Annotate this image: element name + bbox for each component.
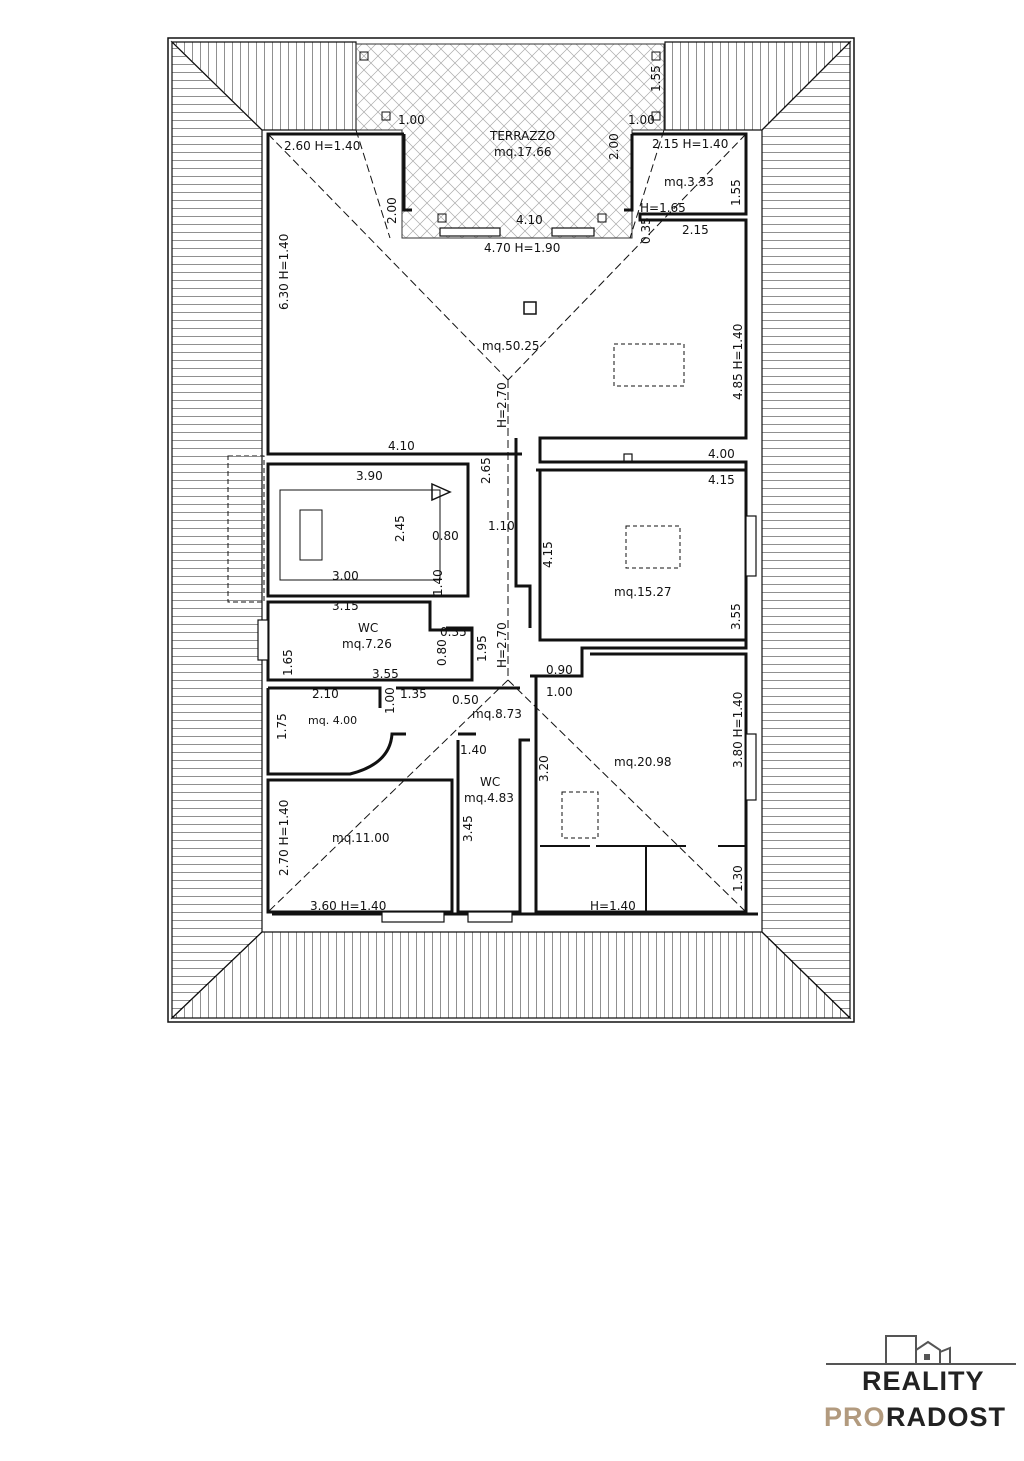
walls — [266, 132, 758, 916]
dim-label: 4.85 H=1.40 — [731, 324, 745, 400]
main-room-area: mq.50.25 — [482, 339, 539, 353]
wc2-area: mq.4.83 — [464, 791, 514, 805]
dim-label: 2.65 — [479, 457, 493, 484]
dim-label: 4.70 H=1.90 — [484, 241, 560, 255]
room-sw-area: mq.11.00 — [332, 831, 389, 845]
dim-label: 3.90 — [356, 469, 383, 483]
dim-label: 3.00 — [332, 569, 359, 583]
dim-label: H=1.65 — [640, 201, 686, 215]
dim-label: 2.60 H=1.40 — [284, 139, 360, 153]
room-se-area: mq.20.98 — [614, 755, 671, 769]
bedroom-east-area: mq.15.27 — [614, 585, 671, 599]
wc1-name: WC — [358, 621, 378, 635]
dim-label: 0.80 — [435, 639, 449, 666]
dim-label: 3.80 H=1.40 — [731, 692, 745, 768]
dim-label: 2.15 — [682, 223, 709, 237]
fixtures — [227, 301, 746, 912]
dim-label: H=2.70 — [495, 382, 509, 428]
terrace-area: mq.17.66 — [494, 145, 551, 159]
ridge-lines — [267, 129, 747, 913]
wc2-name: WC — [480, 775, 500, 789]
terrace — [355, 43, 665, 239]
dim-label: 1.00 — [546, 685, 573, 699]
roof-east — [761, 40, 851, 1020]
dim-label: H=1.40 — [590, 899, 636, 913]
dim-label: 1.10 — [488, 519, 515, 533]
dim-label: 3.45 — [461, 815, 475, 842]
dim-label: 2.70 H=1.40 — [277, 800, 291, 876]
dim-label: 2.00 — [607, 133, 621, 160]
dim-label: 1.65 — [281, 649, 295, 676]
logo-line-2-pro: PRO — [824, 1402, 886, 1432]
dim-label: 3.60 H=1.40 — [310, 899, 386, 913]
roof-west — [171, 40, 263, 1020]
dim-label: 1.55 — [729, 179, 743, 206]
dim-label: 2.45 — [393, 515, 407, 542]
dim-label: 1.30 — [731, 865, 745, 892]
dimension-labels: 1.00 1.00 1.55 2.60 H=1.40 2.15 H=1.40 1… — [275, 65, 745, 913]
logo-line-1: REALITY — [862, 1366, 985, 1396]
dim-label: 4.15 — [708, 473, 735, 487]
roof-north-right — [664, 41, 852, 131]
dim-label: 0.35 — [440, 625, 467, 639]
dim-label: 3.15 — [332, 599, 359, 613]
dim-label: 0.90 — [546, 663, 573, 677]
dim-label: 0.50 — [452, 693, 479, 707]
dim-label: 3.55 — [729, 603, 743, 630]
dim-label: 0.35 — [639, 217, 653, 244]
dim-label: 1.55 — [649, 65, 663, 92]
dim-label: 1.40 — [460, 743, 487, 757]
brand-logo: REALITY PRO RADOST — [820, 1330, 1020, 1455]
area-labels: TERRAZZO mq.17.66 mq.50.25 mq.3.33 mq.15… — [308, 129, 714, 845]
terrace-label: TERRAZZO — [489, 129, 555, 143]
dim-label: 0.80 — [432, 529, 459, 543]
dim-label: 2.10 — [312, 687, 339, 701]
dim-label: H=2.70 — [495, 622, 509, 668]
hall-area: mq.8.73 — [472, 707, 522, 721]
small-room-ne-area: mq.3.33 — [664, 175, 714, 189]
dim-label: 3.55 — [372, 667, 399, 681]
dim-label: 4.10 — [388, 439, 415, 453]
dim-label: 1.95 — [475, 635, 489, 662]
dim-label: 1.40 — [431, 569, 445, 596]
dim-label: 2.00 — [385, 197, 399, 224]
logo-line-2-radost: RADOST — [886, 1402, 1006, 1432]
windows — [257, 227, 757, 923]
dim-label: 4.10 — [516, 213, 543, 227]
dim-label: 2.15 H=1.40 — [652, 137, 728, 151]
dim-label: 6.30 H=1.40 — [277, 234, 291, 310]
dim-label: 1.00 — [398, 113, 425, 127]
city-skyline-icon — [826, 1335, 1016, 1365]
wc1-area: mq.7.26 — [342, 637, 392, 651]
dim-label: 1.35 — [400, 687, 427, 701]
dim-label: 1.75 — [275, 713, 289, 740]
dim-label: 4.00 — [708, 447, 735, 461]
dim-label: 4.15 — [541, 541, 555, 568]
roof-south — [170, 931, 852, 1019]
room-sw-small-area: mq. 4.00 — [308, 714, 357, 727]
roof — [167, 37, 855, 1023]
dim-label: 1.00 — [383, 687, 397, 714]
dim-label: 3.20 — [537, 755, 551, 782]
dim-label: 1.00 — [628, 113, 655, 127]
